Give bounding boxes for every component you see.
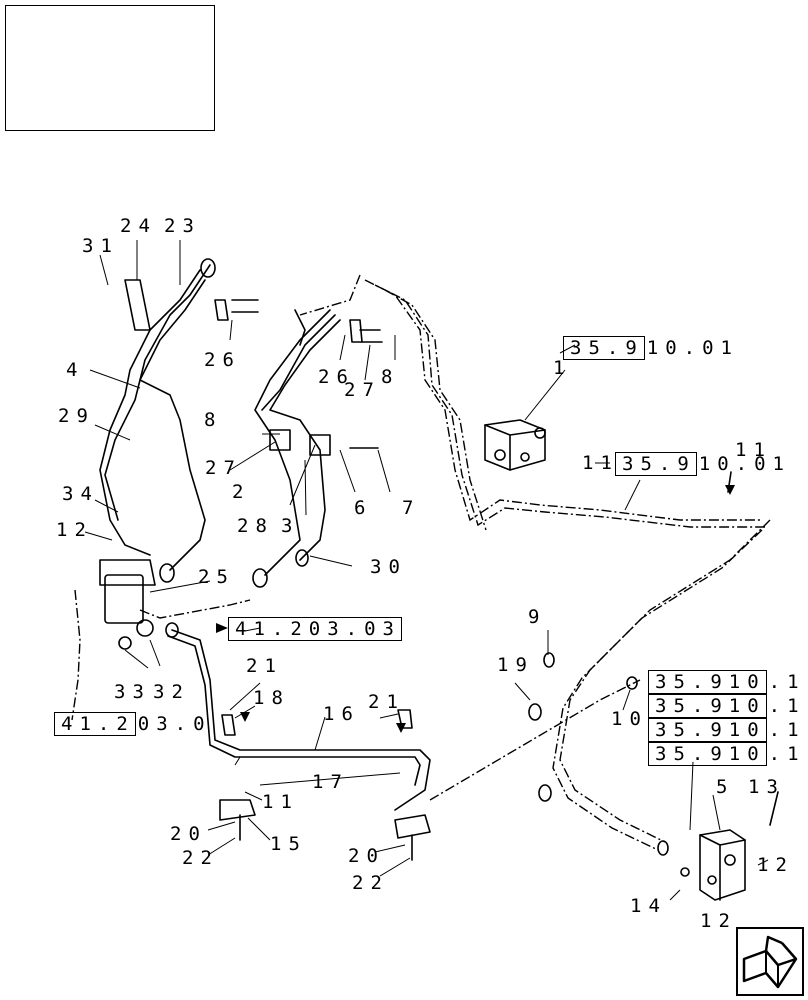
cross-reference[interactable]: 35.910.1 (648, 718, 806, 742)
ref-boxed: 35.910 (648, 742, 767, 766)
part-label: 16 (323, 703, 360, 725)
next-page-arrow-icon (742, 935, 798, 989)
part-label: 2 (232, 481, 251, 503)
part-label: 7 (402, 497, 421, 519)
part-label: 26 (204, 349, 241, 371)
ref-rest: 10.01 (646, 337, 739, 359)
part-label: 22 (182, 847, 219, 869)
ref-boxed: 41.2 (54, 712, 136, 736)
part-label: 4 (66, 359, 85, 381)
part-label: 11 (582, 452, 619, 474)
part-label: 13 (748, 776, 785, 798)
cross-reference[interactable]: 35.910.1 (648, 670, 806, 694)
ref-boxed: 41.203.03 (228, 617, 402, 641)
next-page-button[interactable] (736, 927, 804, 996)
ref-rest: 03.0 (137, 713, 212, 735)
ref-boxed: 35.9 (615, 452, 697, 476)
part-label: 21 (368, 691, 405, 713)
part-label: 3 (281, 515, 300, 537)
part-label: 22 (352, 872, 389, 894)
part-label: 20 (170, 823, 207, 845)
part-label: 34 (62, 483, 99, 505)
part-label: 31 (82, 235, 119, 257)
part-label: 23 (164, 215, 201, 237)
part-label: 8 (204, 409, 223, 431)
part-label: 1 (553, 357, 572, 379)
part-label: 12 (56, 519, 93, 541)
ref-rest: .1 (768, 695, 806, 717)
cross-reference[interactable]: 35.910.1 (648, 742, 806, 766)
part-label: 24 (120, 215, 157, 237)
part-label: 5 (716, 776, 735, 798)
cross-reference[interactable]: 35.910.1 (648, 694, 806, 718)
part-label: 28 (237, 515, 274, 537)
part-label: 19 (497, 654, 534, 676)
ref-boxed: 35.9 (563, 336, 645, 360)
part-label: 11 (262, 791, 299, 813)
part-label: 25 (198, 566, 235, 588)
title-block-box (5, 5, 215, 131)
part-label: 12 (757, 854, 794, 876)
ref-rest: .1 (768, 743, 806, 765)
part-label: 27 (205, 457, 242, 479)
part-label: 12 (700, 910, 737, 932)
ref-boxed: 35.910 (648, 694, 767, 718)
part-label: 26 (318, 366, 355, 388)
part-label: 9 (528, 606, 547, 628)
part-label: 15 (270, 833, 307, 855)
ref-boxed: 35.910 (648, 670, 767, 694)
part-label: 10 (611, 708, 648, 730)
part-label: 20 (348, 845, 385, 867)
part-label: 29 (58, 405, 95, 427)
part-label: 30 (370, 556, 407, 578)
cross-reference[interactable]: 41.203.03 (228, 617, 404, 641)
part-label: 21 (246, 655, 283, 677)
part-label: 6 (354, 497, 373, 519)
part-label: 27 (344, 379, 381, 401)
ref-rest: .1 (768, 719, 806, 741)
part-label: 14 (630, 895, 667, 917)
ref-rest: .1 (768, 671, 806, 693)
part-label: 17 (312, 771, 349, 793)
part-label: 18 (253, 687, 290, 709)
part-label: 33 (114, 681, 151, 703)
part-label: 32 (153, 681, 190, 703)
part-label: 11 (735, 439, 772, 461)
ref-boxed: 35.910 (648, 718, 767, 742)
part-label: 8 (381, 366, 400, 388)
ref-rest: 10.01 (698, 453, 791, 475)
